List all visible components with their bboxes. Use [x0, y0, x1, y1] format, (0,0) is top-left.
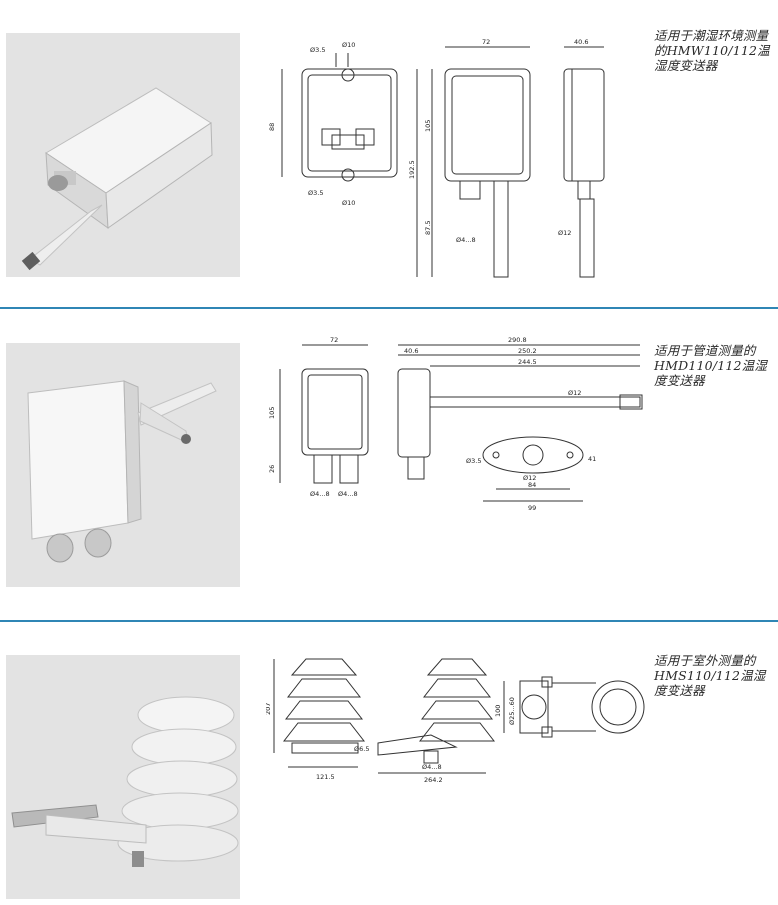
section-divider-2: [0, 620, 778, 622]
dim-hole-hms: Ø6.5: [354, 745, 369, 753]
product-photo-hms: [6, 655, 240, 899]
dim-height-hms: 207: [266, 703, 272, 715]
hmd-side-view: [397, 344, 643, 502]
dim-flange-outer: 99: [528, 504, 536, 512]
product-photo-hmw: [6, 33, 240, 277]
hmw-back-view: [281, 53, 398, 182]
dim-flange-hole: Ø3.5: [466, 457, 481, 465]
hmw-drawings: Ø3.5 Ø10 88 Ø3.5 Ø10 72 105 192.5 87.5 Ø…: [262, 35, 652, 285]
hms-drawings: 207 Ø6.5 121.5 Ø4...8 264.2: [266, 651, 652, 785]
dim-total-len: 290.8: [508, 336, 527, 344]
caption-hmd: 适用于管道测量的HMD110/112温湿度变送器: [654, 343, 768, 388]
dim-depth-side: 40.6: [574, 38, 588, 46]
dim-depth-hmd: 40.6: [404, 347, 418, 355]
hmd-drawings: 72 105 26 Ø4...8 Ø4...8 290.8 40: [268, 335, 648, 515]
dim-probe-dia-hmd: Ø12: [568, 389, 581, 397]
dim-width-front: 72: [482, 38, 490, 46]
hmw-side-view: [563, 46, 605, 278]
section-hms: 207 Ø6.5 121.5 Ø4...8 264.2: [0, 623, 778, 905]
dim-flange-height: 41: [588, 455, 596, 463]
dim-height-box: 88: [268, 123, 276, 131]
dim-pipe-range: Ø25...60: [508, 697, 516, 725]
dim-hole-big-bottom: Ø10: [342, 199, 355, 207]
dim-width-side: 264.2: [424, 776, 443, 784]
dim-len-probe: 244.5: [518, 358, 537, 366]
dim-cable-right: Ø4...8: [338, 490, 358, 498]
hmw-front-view: [416, 46, 531, 278]
hms-device-image: [6, 655, 240, 899]
dim-cable-left: Ø4...8: [310, 490, 330, 498]
hms-front-view: [273, 658, 366, 768]
hmd-device-image: [6, 343, 240, 587]
section-divider-1: [0, 307, 778, 309]
hmw-device-image: [6, 33, 240, 277]
dim-probe-dia: Ø12: [558, 229, 571, 237]
caption-hmw: 适用于潮湿环境测量的HMW110/112温湿度变送器: [654, 28, 770, 73]
dim-width-front-hmd: 72: [330, 336, 338, 344]
dim-probe-length: 87.5: [424, 221, 432, 235]
dim-width-base: 121.5: [316, 773, 335, 781]
dim-len-mid: 250.2: [518, 347, 537, 355]
caption-hms: 适用于室外测量的HMS110/112温湿度变送器: [654, 653, 766, 698]
dim-hole-small-bottom: Ø3.5: [308, 189, 323, 197]
hms-side-view: [377, 658, 496, 774]
hmd-front-view: [279, 344, 369, 484]
dim-hole-small-top: Ø3.5: [310, 46, 325, 54]
product-photo-hmd: [6, 343, 240, 587]
dim-height-front-hmd: 105: [268, 407, 276, 419]
section-hmw: Ø3.5 Ø10 88 Ø3.5 Ø10 72 105 192.5 87.5 Ø…: [0, 0, 778, 300]
dim-flange-center: Ø12: [523, 474, 536, 482]
hms-bracket-view: [503, 676, 645, 738]
dim-flange-inner: 84: [528, 481, 536, 489]
dim-gland-height: 26: [268, 465, 276, 473]
section-hmd: 72 105 26 Ø4...8 Ø4...8 290.8 40: [0, 310, 778, 610]
dim-total-height: 192.5: [408, 160, 416, 179]
dim-cable: Ø4...8: [456, 236, 476, 244]
dim-hole-big-top: Ø10: [342, 41, 355, 49]
dim-height-front: 105: [424, 120, 432, 132]
dim-bracket-height: 100: [494, 705, 502, 717]
dim-cable-hms: Ø4...8: [422, 763, 442, 771]
